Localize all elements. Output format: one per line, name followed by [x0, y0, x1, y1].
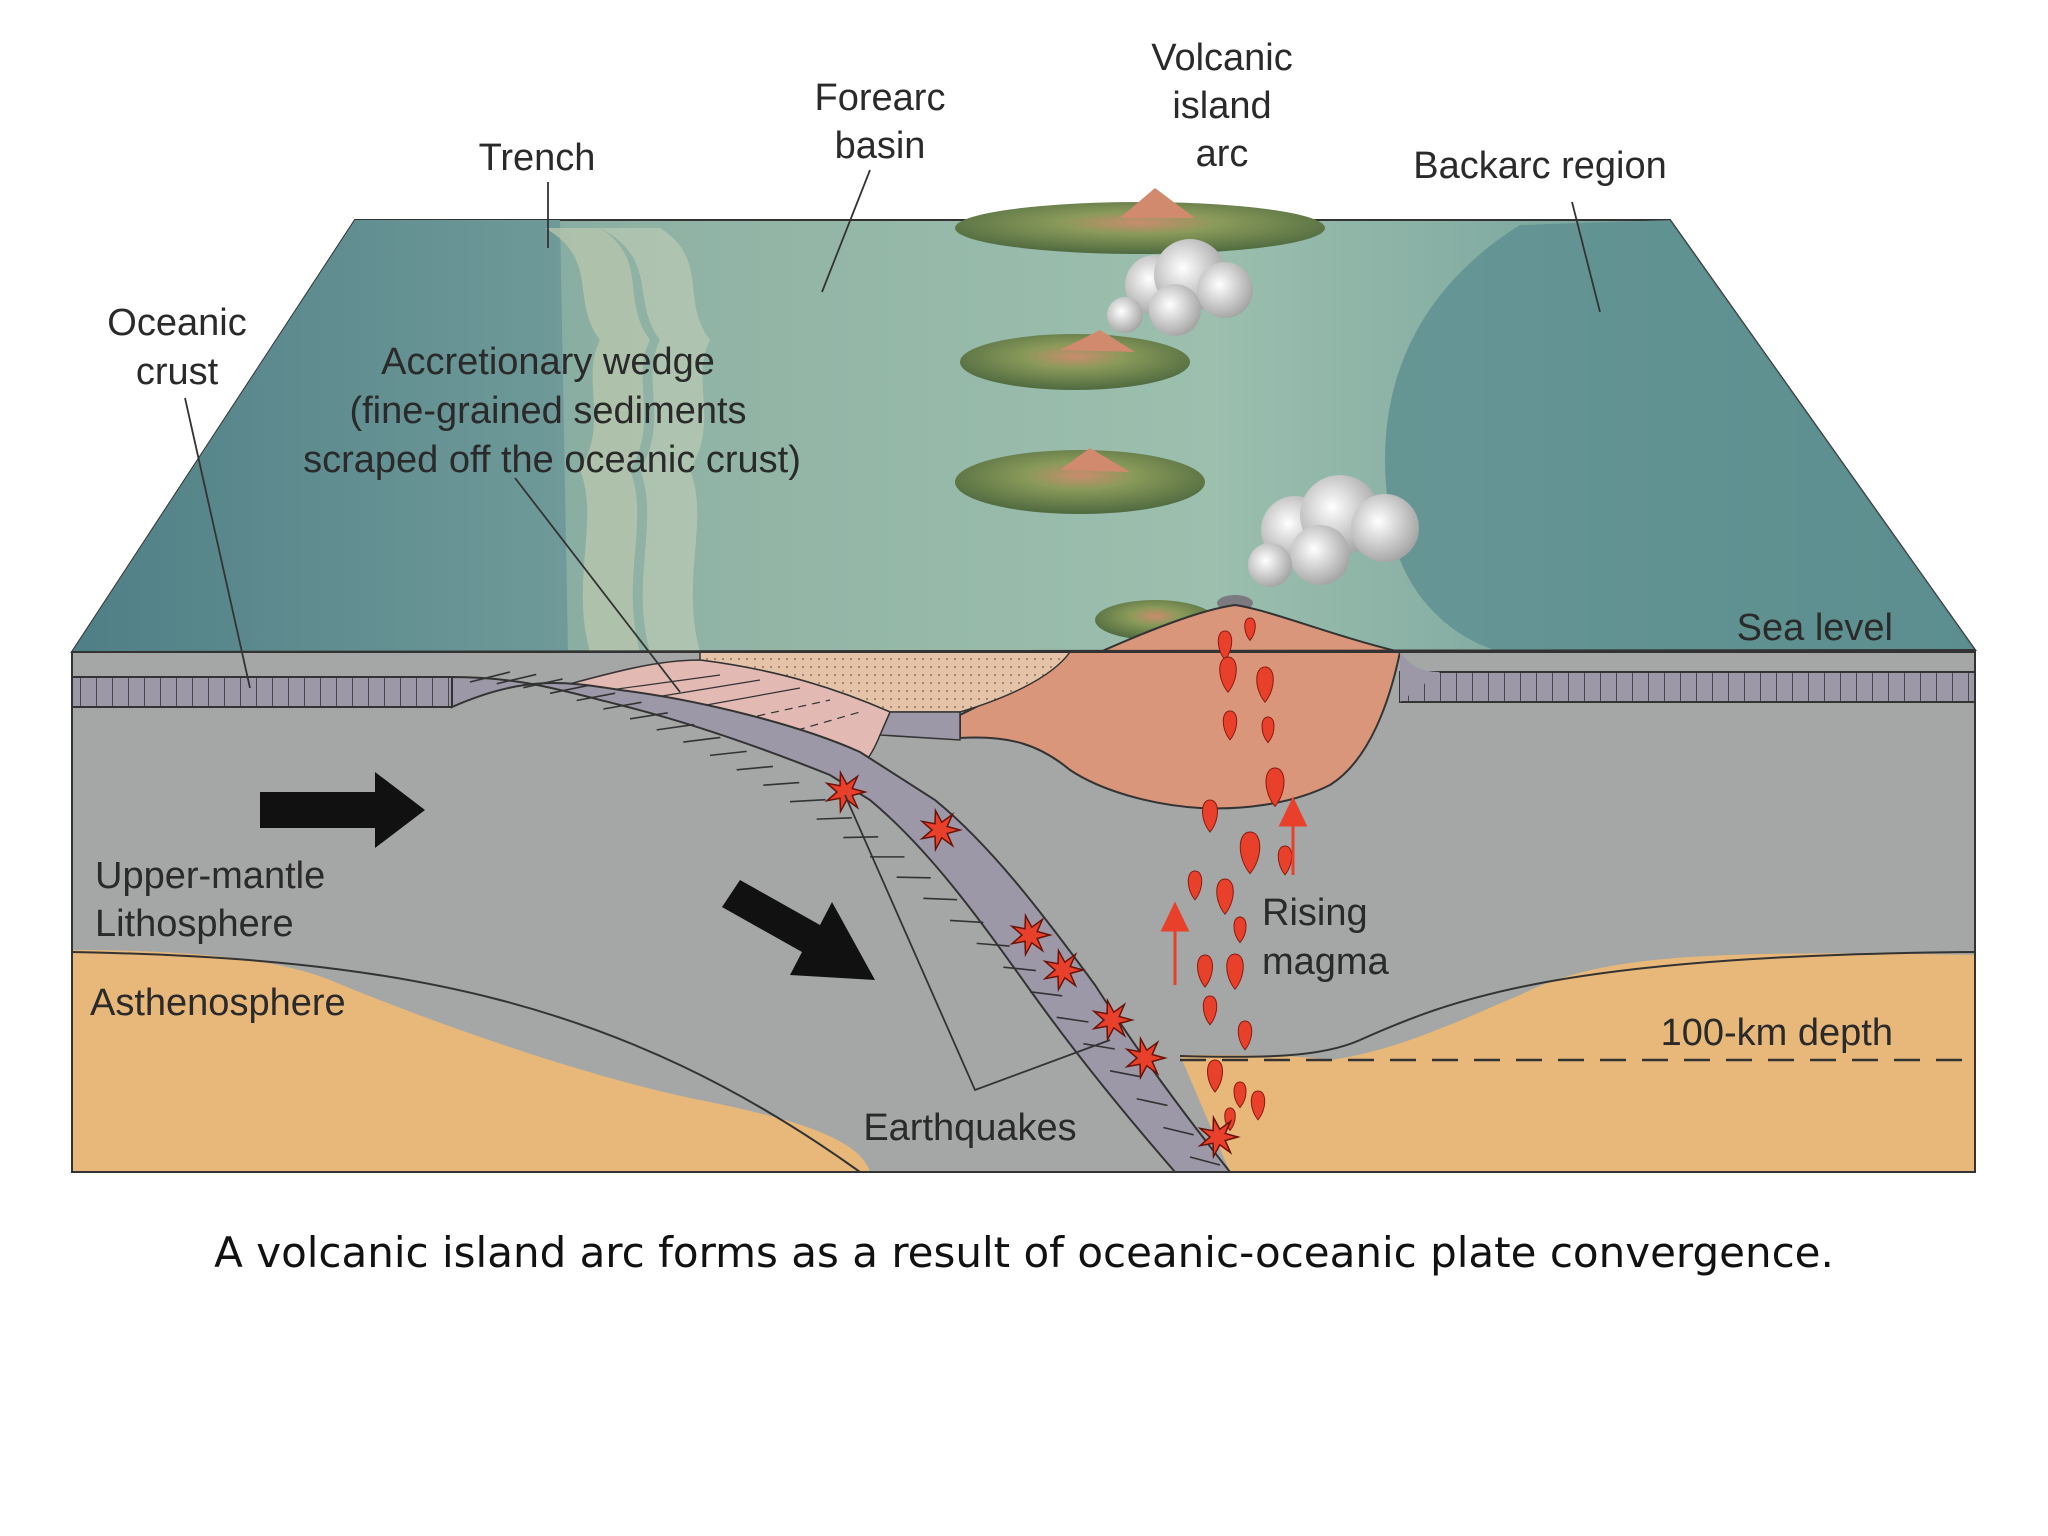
label-backarc-region: Backarc region: [1413, 145, 1666, 187]
label-sea-level: Sea level: [1737, 607, 1893, 649]
earthquake-star-icon: [1091, 997, 1135, 1043]
magma-droplet: [1237, 1020, 1253, 1051]
magma-droplet: [1250, 1090, 1266, 1121]
magma-droplet: [1261, 716, 1275, 744]
label-volcanic-arc-2: island: [1172, 85, 1271, 127]
magma-droplet: [1202, 995, 1218, 1026]
label-accretionary-wedge-1: Accretionary wedge: [381, 341, 715, 383]
magma-droplet: [1239, 831, 1261, 875]
label-accretionary-wedge-2: (fine-grained sediments: [349, 390, 746, 432]
label-oceanic-crust-2: crust: [136, 351, 219, 393]
rising-arrow-2: [1278, 796, 1308, 875]
oceanic-crust-right: [1399, 671, 1976, 703]
label-volcanic-arc-1: Volcanic: [1151, 37, 1293, 79]
arc-crust: [959, 651, 1402, 810]
magma-droplet: [1265, 767, 1285, 808]
magma-droplet: [1219, 656, 1237, 693]
ash-cloud-1: [1107, 239, 1253, 336]
magma-droplets: [1187, 617, 1293, 1132]
label-100km-depth: 100-km depth: [1661, 1012, 1893, 1054]
magma-droplet: [1226, 953, 1244, 990]
magma-droplet: [1202, 799, 1218, 833]
earthquake-star-icon: [824, 769, 868, 815]
island-3: [955, 448, 1205, 514]
sea-surface: [70, 219, 1977, 654]
earthquake-star-icon: [1042, 947, 1086, 993]
earthquake-star-icon: [1197, 1114, 1241, 1160]
magma-droplet: [1233, 916, 1247, 944]
earthquake-markers: [824, 769, 1241, 1160]
plate-motion-arrow-2: [722, 880, 875, 980]
rising-arrow-1: [1160, 901, 1190, 985]
magma-droplet: [1244, 617, 1256, 642]
island-2: [960, 330, 1190, 390]
ash-cloud-2: [1248, 475, 1419, 587]
label-volcanic-arc-3: arc: [1196, 133, 1249, 175]
earthquake-star-icon: [919, 807, 963, 853]
plate-motion-arrow-1: [260, 772, 425, 848]
label-accretionary-wedge-3: scraped off the oceanic crust): [303, 439, 801, 481]
label-forearc-basin-2: basin: [835, 125, 926, 167]
label-asthenosphere: Asthenosphere: [90, 982, 346, 1024]
label-forearc-basin-1: Forearc: [815, 77, 946, 119]
label-rising-magma-1: Rising: [1262, 892, 1368, 934]
island-1: [955, 188, 1325, 254]
magma-droplet: [1233, 1081, 1247, 1109]
leader-lines: [184, 169, 1601, 1092]
label-trench: Trench: [479, 137, 596, 179]
earthquake-star-icon: [1009, 912, 1053, 958]
label-upper-mantle-1: Upper-mantle: [95, 855, 325, 897]
magma-droplet: [1216, 878, 1234, 915]
magma-droplet: [1222, 710, 1238, 741]
magma-droplet: [1277, 845, 1293, 876]
label-upper-mantle-2: Lithosphere: [95, 903, 294, 945]
label-rising-magma-2: magma: [1262, 941, 1390, 983]
magma-droplet: [1256, 666, 1274, 703]
figure-caption: A volcanic island arc forms as a result …: [214, 1228, 1834, 1277]
earthquake-star-icon: [1124, 1035, 1168, 1081]
label-oceanic-crust-1: Oceanic: [107, 302, 246, 344]
label-earthquakes: Earthquakes: [863, 1107, 1076, 1149]
cross-section: [71, 595, 1976, 1173]
magma-droplet: [1187, 870, 1203, 901]
oceanic-crust-left: [71, 676, 453, 708]
magma-droplet: [1207, 1059, 1223, 1093]
asthenosphere-layer: [72, 950, 870, 1172]
magma-droplet: [1197, 954, 1213, 988]
